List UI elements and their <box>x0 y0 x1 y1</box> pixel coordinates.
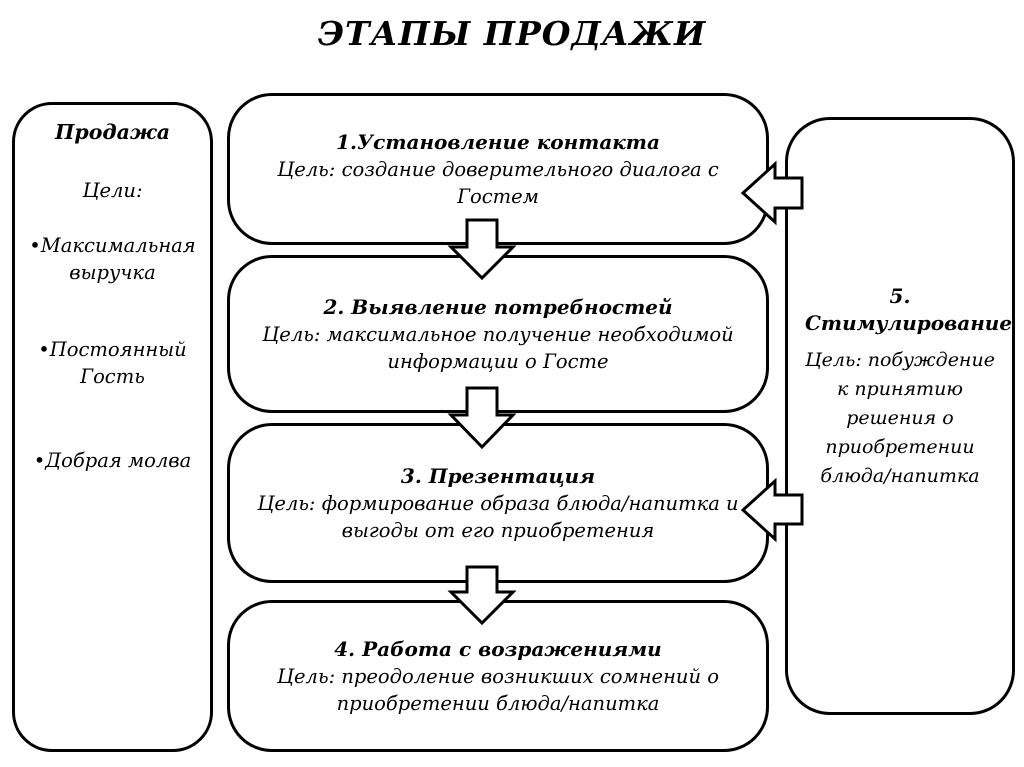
stage-5-heading: Стимулирование <box>805 311 1013 335</box>
stage-2-goal: Цель: максимальное получение необходимой… <box>262 322 734 373</box>
stage-box-3-presentation: 3. Презентация Цель: формирование образа… <box>227 423 769 583</box>
sales-goals-panel: Продажа Цели: •Максимальная выручка •Пос… <box>12 102 213 752</box>
stage-2-heading: 2. Выявление потребностей <box>323 294 673 319</box>
stage-4-goal: Цель: преодоление возникших сомнений о п… <box>277 664 719 715</box>
stage-3-heading: 3. Презентация <box>400 463 596 488</box>
stage-box-5-stimulation: 5. Стимулирование Цель: побуждение к при… <box>785 117 1015 715</box>
stage-box-4-objections: 4. Работа с возражениями Цель: преодолен… <box>227 600 769 752</box>
stage-5-number: 5. <box>889 284 911 308</box>
stage-box-1-contact: 1.Установление контакта Цель: создание д… <box>227 93 769 245</box>
sales-goals-heading: Продажа <box>55 120 170 144</box>
goal-item: •Добрая молва <box>33 449 192 472</box>
stage-4-heading: 4. Работа с возражениями <box>334 636 662 661</box>
page-title: ЭТАПЫ ПРОДАЖИ <box>317 14 707 53</box>
goal-item: •Максимальная выручка <box>29 234 196 284</box>
stage-1-goal: Цель: создание доверительного диалога с … <box>277 157 719 208</box>
stage-box-2-needs: 2. Выявление потребностей Цель: максимал… <box>227 255 769 413</box>
stage-1-heading: 1.Установление контакта <box>336 129 660 154</box>
sales-goals-subheading: Цели: <box>82 179 143 202</box>
stage-5-goal: Цель: побуждение к принятию решения о пр… <box>805 349 995 487</box>
goal-item: •Постоянный Гость <box>38 338 187 388</box>
stage-3-goal: Цель: формирование образа блюда/напитка … <box>257 491 739 542</box>
